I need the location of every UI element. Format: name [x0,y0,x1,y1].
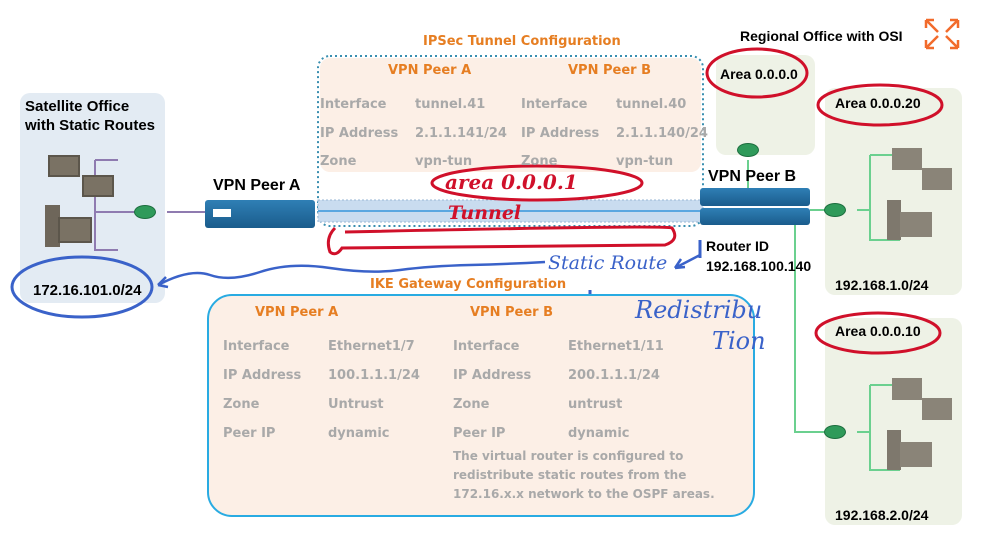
ike-peer-a-header: VPN Peer A [255,305,339,320]
area-10-label: Area 0.0.0.10 [835,323,921,339]
ike-config-title: IKE Gateway Configuration [370,277,567,292]
expand-icon [924,18,960,50]
desktop-tower-icon [887,430,901,470]
router-icon [134,205,156,219]
ike-note: The virtual router is configured to redi… [453,449,715,501]
area-10-subnet: 192.168.2.0/24 [835,507,929,523]
laptop-icon [922,168,952,190]
laptop-icon [892,148,922,170]
vpn-peer-b-label: VPN Peer B [708,168,797,185]
area-0-label: Area 0.0.0.0 [720,66,798,82]
annotation-tunnel: Tunnel [448,202,522,224]
laptop-icon [48,155,80,177]
area-20-label: Area 0.0.0.20 [835,95,921,111]
firewall-device-peer-a [205,200,315,228]
monitor-icon [900,212,932,237]
monitor-icon [900,442,932,467]
annotation-redistribution: Redistribu [635,296,763,324]
annotation-redistribution-cont: Tion [712,327,766,355]
router-icon [824,425,846,439]
desktop-tower-icon [45,205,60,247]
monitor-icon [58,217,92,243]
ipsec-peer-b-header: VPN Peer B [568,63,652,78]
router-icon [737,143,759,157]
laptop-icon [82,175,114,197]
firewall-device-peer-b [700,188,810,206]
ike-peer-b-header: VPN Peer B [470,305,554,320]
annotation-static-route: Static Route [548,252,668,274]
satellite-subnet: 172.16.101.0/24 [33,282,142,299]
laptop-icon [892,378,922,400]
ike-config-panel [207,294,755,517]
ipsec-peer-a-header: VPN Peer A [388,63,472,78]
desktop-tower-icon [887,200,901,240]
vpn-peer-a-label: VPN Peer A [213,177,301,194]
firewall-device-peer-b-lower [700,208,810,225]
ipsec-config-title: IPSec Tunnel Configuration [423,34,621,49]
regional-office-title: Regional Office with OSI [740,28,903,44]
area-20-subnet: 192.168.1.0/24 [835,277,929,293]
laptop-icon [922,398,952,420]
annotation-area: area 0.0.0.1 [445,170,578,194]
router-icon [824,203,846,217]
